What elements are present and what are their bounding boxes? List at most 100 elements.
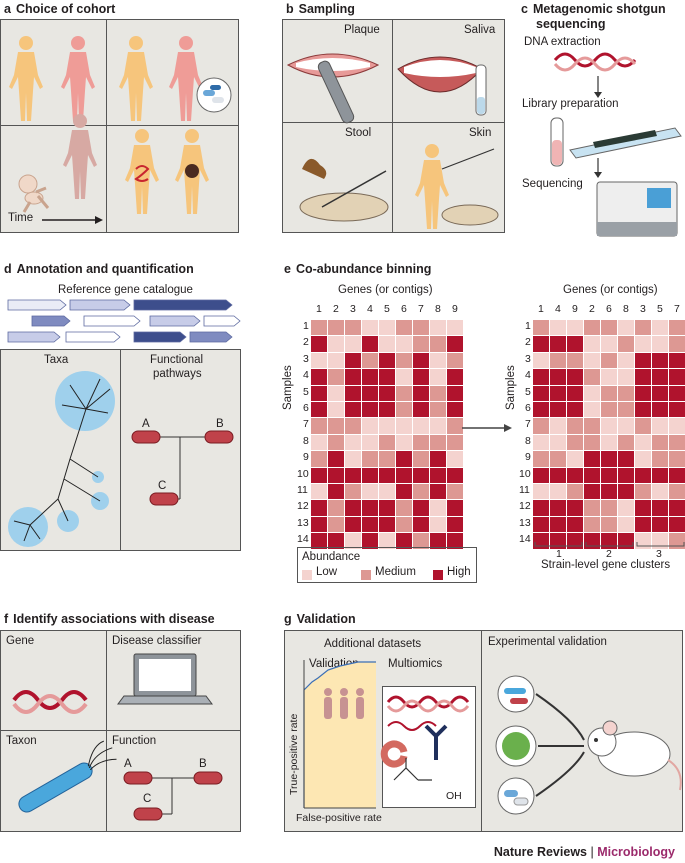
heatmap-cell [635,320,651,336]
heatmap-cell [413,516,429,533]
heatmap-cell [584,352,600,369]
genes-axis-label-right: Genes (or contigs) [563,284,658,296]
heatmap-cell [396,352,412,369]
oh-label: OH [446,790,462,802]
heatmap-cell [311,451,327,467]
heatmap-cell [584,500,600,516]
heatmap-cell [430,484,446,500]
library-preparation-label: Library preparation [522,98,619,110]
divider [481,630,482,832]
heatmap-cell [396,434,412,451]
heatmap-cell [311,418,327,434]
heatmap-cell [635,467,651,483]
row-label: 10 [519,467,531,480]
heatmap-cell [362,336,378,352]
legend-low: Low [316,566,338,578]
heatmap-cell [311,500,327,516]
heatmap-cell [584,320,600,336]
heatmap-cell [413,467,429,483]
heatmap-cell [362,418,378,434]
petri-dish-icon [441,204,499,226]
heatmap-cell [379,467,395,483]
legend-high: High [447,566,471,578]
heatmap-cell [447,385,463,401]
heatmap-cell [345,369,361,385]
heatmap-cell [345,336,361,352]
samples-axis-label: Samples [282,365,294,410]
heatmap-cell [601,467,617,483]
heatmap-cell [601,451,617,467]
legend-medium: Medium [375,566,416,578]
heatmap-cell [413,320,429,336]
heatmap-cell [550,533,566,549]
cohort-illustration [9,36,232,224]
heatmap-cell [652,369,668,385]
column-label: 2 [589,303,595,315]
heatmap-cell [618,500,634,516]
divider [0,125,239,126]
person-icon [61,36,95,121]
heatmap-cell [379,385,395,401]
taxa-label: Taxa [44,354,69,366]
heatmap-cell [413,418,429,434]
row-label: 11 [519,484,530,496]
cluster-1-label: 1 [556,548,562,560]
heatmap-cell [345,352,361,369]
child-icon [63,114,97,199]
heatmap-cell [430,516,446,533]
heatmap-cell [379,352,395,369]
person-gut-icon [125,129,159,214]
heatmap-cell [345,434,361,451]
heatmap-cell [669,467,685,483]
mouse-icon [587,720,682,791]
heatmap-cell [362,500,378,516]
heatmap-cell [601,516,617,533]
heatmap-cell [533,369,549,385]
row-label: 1 [303,320,309,332]
heatmap-cell [635,484,651,500]
heatmap-cell [669,434,685,451]
heatmap-cell [669,418,685,434]
protein-icon [380,740,408,768]
row-label: 10 [297,467,309,480]
row-label: 1 [525,320,531,332]
heatmap-cell [311,467,327,483]
column-label: 7 [418,303,424,315]
heatmap-cell [413,352,429,369]
heatmap-cell [584,402,600,418]
heatmap-cell [635,336,651,352]
heatmap-cell [447,418,463,434]
row-label: 4 [525,369,531,382]
node-c-label: C [143,793,152,805]
heatmap-cell [584,484,600,500]
heatmap-cell [345,467,361,483]
stool-label: Stool [345,127,372,139]
heatmap-cell [311,352,327,369]
heatmap-cell [550,352,566,369]
heatmap-cell [652,500,668,516]
column-label: 7 [674,303,680,315]
heatmap-cell [618,484,634,500]
row-label: 11 [297,484,308,496]
heatmap-cell [652,385,668,401]
abundance-legend [297,547,477,583]
heatmap-cell [584,467,600,483]
fpr-axis-label: False-positive rate [296,812,382,824]
heatmap-cell [652,336,668,352]
heatmap-cell [396,336,412,352]
heatmap-cell [345,451,361,467]
heatmap-cell [652,451,668,467]
heatmap-cell [533,320,549,336]
heatmap-cell [362,352,378,369]
node-b [193,771,223,785]
legend-swatch-high [433,570,443,580]
heatmap-cell [669,500,685,516]
row-label: 13 [519,516,531,529]
heatmap-cell [328,467,344,483]
heatmap-cell [311,385,327,401]
heatmap-cell [328,320,344,336]
column-label: 9 [452,303,458,315]
